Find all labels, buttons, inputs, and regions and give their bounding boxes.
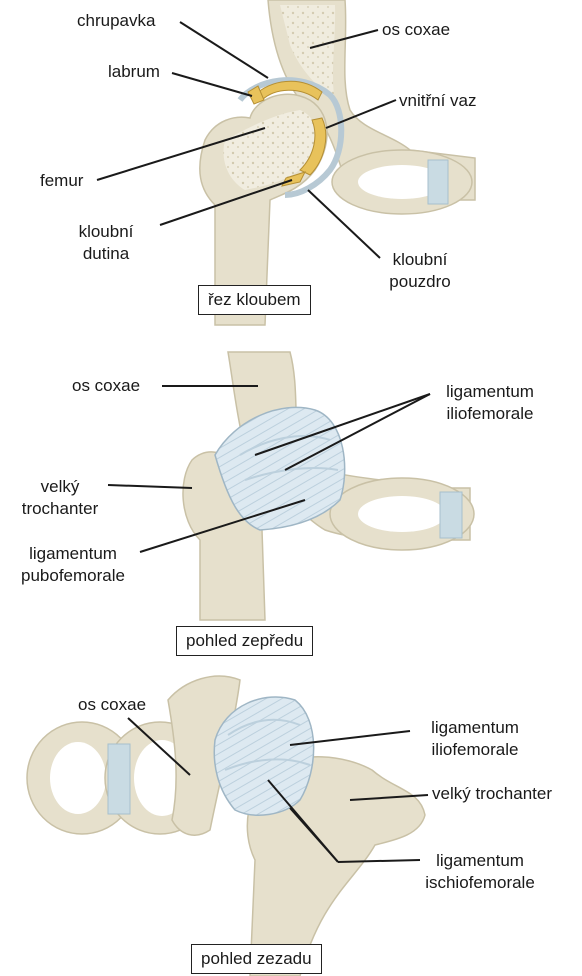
panel-anterior <box>108 352 474 620</box>
label-kloubni-pouzdro-1: kloubní <box>380 250 460 270</box>
label-velky-trochanter-anterior-1: velký <box>10 477 110 497</box>
label-lig-pubofemorale-2: pubofemorale <box>8 566 138 586</box>
label-os-coxae-posterior: os coxae <box>78 695 146 715</box>
label-chrupavka: chrupavka <box>77 11 155 31</box>
label-kloubni-pouzdro-2: pouzdro <box>380 272 460 292</box>
caption-pohled-zepredu: pohled zepředu <box>176 626 313 656</box>
label-lig-iliofemorale-posterior-1: ligamentum <box>415 718 535 738</box>
label-lig-ischiofemorale-2: ischiofemorale <box>420 873 540 893</box>
label-velky-trochanter-anterior-2: trochanter <box>10 499 110 519</box>
panel-posterior <box>27 676 428 976</box>
label-velky-trochanter-posterior: velký trochanter <box>432 784 552 804</box>
label-kloubni-dutina-2: dutina <box>66 244 146 264</box>
label-lig-iliofemorale-anterior-2: iliofemorale <box>430 404 550 424</box>
label-lig-ischiofemorale-1: ligamentum <box>420 851 540 871</box>
label-os-coxae-anterior: os coxae <box>72 376 140 396</box>
ligament-capsule-posterior <box>214 697 313 815</box>
label-lig-iliofemorale-anterior-1: ligamentum <box>430 382 550 402</box>
caption-pohled-zezadu: pohled zezadu <box>191 944 322 974</box>
label-os-coxae-section: os coxae <box>382 20 450 40</box>
label-femur: femur <box>40 171 83 191</box>
label-lig-iliofemorale-posterior-2: iliofemorale <box>415 740 535 760</box>
label-vnitrni-vaz: vnitřní vaz <box>399 91 476 111</box>
label-lig-pubofemorale-1: ligamentum <box>8 544 138 564</box>
caption-rez-kloubem: řez kloubem <box>198 285 311 315</box>
label-kloubni-dutina-1: kloubní <box>66 222 146 242</box>
label-labrum: labrum <box>108 62 160 82</box>
